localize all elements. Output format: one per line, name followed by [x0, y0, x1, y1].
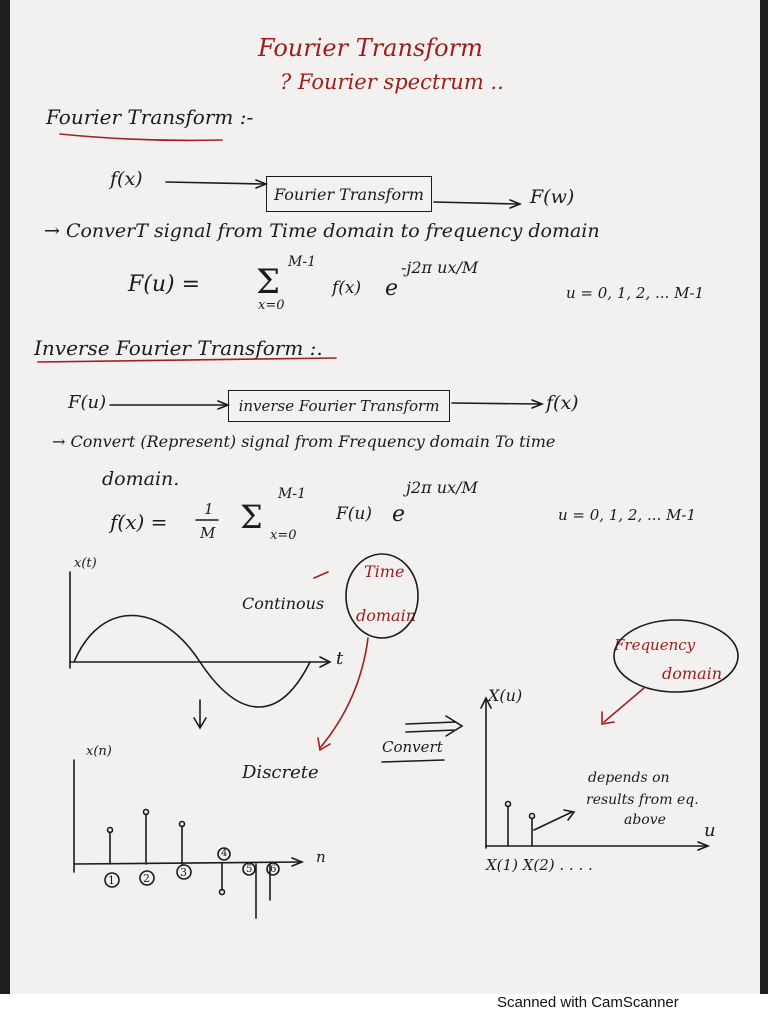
ft-exp-power: -j2π ux/M [401, 258, 479, 277]
sample-label-2: 2 [143, 872, 150, 885]
sample-label-5: 5 [246, 864, 253, 875]
sample-label-6: 6 [270, 864, 277, 875]
ft-input-label: f(x) [110, 168, 143, 190]
freq-domain-label-1: Frequency [614, 636, 696, 654]
ft-output-arrow [433, 201, 519, 205]
time-domain-label-1: Time [364, 562, 405, 581]
sine-wave [73, 614, 311, 708]
ift-exp-base: e [392, 502, 406, 527]
n-axis-label: n [316, 848, 326, 866]
ft-sum-body: f(x) [332, 278, 362, 298]
ift-range: u = 0, 1, 2, ... M-1 [558, 506, 697, 524]
page-subtitle: ? Fourier spectrum .. [280, 70, 504, 94]
discrete-label: Discrete [242, 762, 319, 783]
depends-note-1: depends on [588, 770, 670, 786]
convert-arrow [405, 715, 464, 737]
ift-sum-body: F(u) [336, 504, 373, 524]
time-domain-label-2: domain [356, 606, 417, 625]
depends-note-3: above [624, 812, 666, 828]
ft-note: → ConverT signal from Time domain to fre… [44, 220, 600, 242]
ift-note-line2: domain. [102, 468, 180, 490]
continuous-label: Continous [242, 594, 325, 613]
ift-box: inverse Fourier Transform [228, 390, 450, 422]
freq-domain-label-2: domain [662, 664, 723, 683]
ift-input-label: F(u) [68, 392, 107, 413]
time-domain-circle [345, 553, 419, 639]
ft-input-arrow [165, 181, 265, 185]
freq-arrow [603, 687, 645, 723]
ift-heading-underline [37, 357, 337, 363]
xn-axis-label: x(n) [86, 744, 112, 759]
ft-range: u = 0, 1, 2, ... M-1 [566, 284, 705, 302]
t-axis-label: t [336, 648, 344, 669]
ift-frac-num: 1 [204, 500, 214, 518]
sample-label-4: 4 [221, 848, 228, 859]
ift-formula-lhs: f(x) = [110, 510, 168, 534]
ft-output-label: F(w) [530, 186, 575, 208]
depends-note-2: results from eq. [586, 792, 699, 808]
u-axis-label: u [704, 820, 716, 841]
xn-x-axis [73, 861, 301, 865]
time-arrow-small [313, 571, 329, 579]
ft-sum-lower: x=0 [258, 298, 285, 313]
sample-label-1: 1 [108, 874, 115, 887]
ft-formula-lhs: F(u) = [128, 272, 201, 297]
xu-axis-label: X(u) [488, 686, 523, 705]
ift-exp-power: j2π ux/M [406, 478, 478, 497]
ift-heading: Inverse Fourier Transform :. [34, 336, 323, 360]
depends-arrow [533, 809, 576, 831]
ift-sum-sign: Σ [240, 498, 263, 536]
sample-label-3: 3 [180, 866, 187, 879]
ft-exp-base: e [385, 276, 399, 301]
ft-sum-upper: M-1 [288, 254, 316, 270]
down-arrow [193, 699, 207, 730]
ift-output-label: f(x) [546, 392, 579, 414]
notebook-page: Fourier Transform ? Fourier spectrum .. … [10, 0, 760, 994]
scanner-watermark: Scanned with CamScanner [497, 994, 679, 1011]
page-title: Fourier Transform [258, 34, 483, 62]
ft-box: Fourier Transform [266, 176, 432, 212]
ft-sum-sign: Σ [256, 262, 281, 302]
x-tick-labels: X(1) X(2) . . . . [486, 856, 593, 874]
convert-label: Convert [382, 738, 443, 756]
ift-output-arrow [451, 402, 541, 405]
scanner-footer: Scanned with CamScanner [0, 994, 768, 1024]
time-to-discrete-arrow [319, 637, 369, 749]
ift-note-line1: → Convert (Represent) signal from Freque… [52, 432, 556, 451]
ft-heading-underline [59, 133, 223, 142]
ft-heading: Fourier Transform :- [46, 105, 254, 129]
ift-sum-lower: x=0 [270, 528, 297, 543]
ift-frac-den: M [200, 524, 216, 542]
handwritten-drawings [37, 133, 739, 919]
ift-sum-upper: M-1 [278, 486, 306, 502]
xt-axis-label: x(t) [74, 556, 97, 571]
freq-domain-ellipse [613, 619, 739, 693]
